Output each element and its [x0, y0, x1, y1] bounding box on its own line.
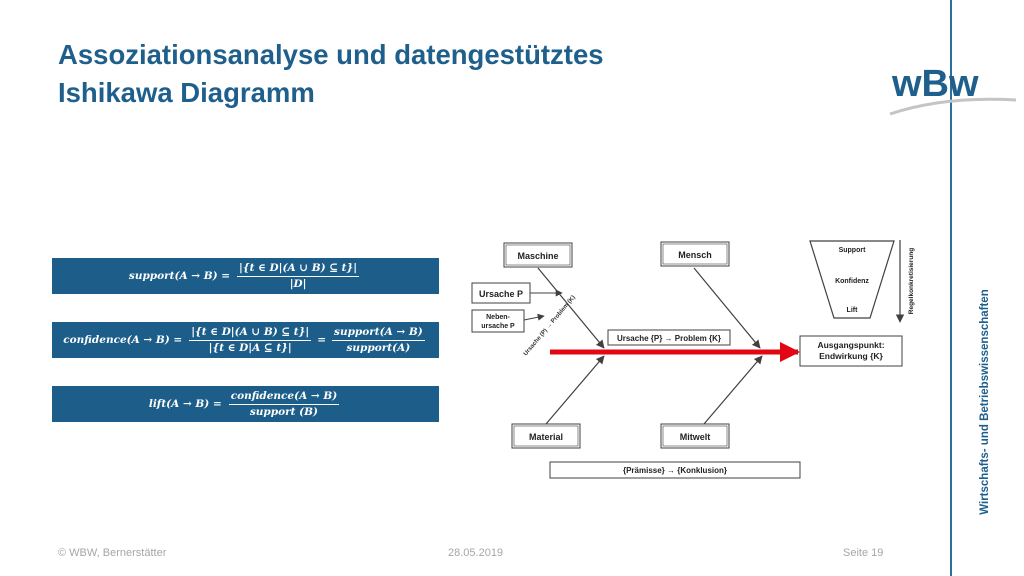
label-nebenursache-2: ursache P — [481, 323, 515, 330]
ishikawa-diagram: Maschine Mensch Material Mitwelt Ursache… — [471, 240, 915, 479]
label-nebenursache-1: Neben- — [486, 314, 510, 321]
label-material: Material — [529, 432, 563, 442]
bone-maschine — [537, 267, 605, 349]
label-mitwelt: Mitwelt — [680, 432, 711, 442]
page-title: Assoziationsanalyse und datengestütztes … — [58, 36, 604, 112]
formula-confidence-denominator-1: |{t ∈ D|A ⊆ t}| — [208, 341, 292, 354]
box-nebenursache — [471, 309, 525, 333]
label-premise-conclusion: {Prämisse} → {Konklusion} — [623, 466, 727, 475]
label-mensch: Mensch — [678, 250, 712, 260]
label-bone-cause: Ursache (P) → Problem (K) — [523, 295, 577, 358]
box-spine-label — [607, 329, 731, 346]
branch-nebenursache — [523, 313, 545, 321]
footer-copyright: © WBW, Bernerstätter — [58, 547, 167, 559]
formula-confidence: confidence(A → B) = |{t ∈ D|(A ∪ B) ⊆ t}… — [52, 322, 439, 358]
bone-material — [545, 355, 605, 425]
label-funnel-lift: Lift — [847, 307, 859, 314]
box-mensch — [660, 241, 730, 267]
logo-text: wBw — [891, 63, 979, 105]
label-spine: Ursache {P} → Problem {K} — [617, 334, 721, 343]
label-effect-2: Endwirkung {K} — [819, 351, 883, 361]
box-ursache-p — [471, 282, 531, 304]
funnel-shape — [809, 240, 895, 319]
formula-confidence-lhs: confidence(A → B) = — [63, 334, 183, 346]
label-funnel-support: Support — [839, 247, 866, 254]
formula-lift-numerator: confidence(A → B) — [228, 390, 340, 405]
box-maschine — [503, 242, 573, 268]
box-mitwelt — [660, 423, 730, 449]
formula-confidence-fraction-1: |{t ∈ D|(A ∪ B) ⊆ t}| |{t ∈ D|A ⊆ t}| — [189, 326, 312, 355]
box-material — [511, 423, 581, 449]
label-effect-1: Ausgangspunkt: — [817, 340, 884, 350]
formula-confidence-fraction-2: support(A → B) support(A) — [332, 326, 425, 355]
formula-lift-lhs: lift(A → B) = — [148, 398, 222, 410]
footer-page-number: Seite 19 — [843, 547, 884, 559]
label-funnel-konfidenz: Konfidenz — [835, 278, 869, 285]
formula-confidence-numerator-2: support(A → B) — [332, 326, 425, 341]
formula-lift-denominator: support (B) — [249, 405, 318, 418]
page-title-line-2: Ishikawa Diagramm — [58, 77, 315, 108]
formula-lift: lift(A → B) = confidence(A → B) support … — [52, 386, 439, 422]
page-title-line-1: Assoziationsanalyse und datengestütztes — [58, 39, 604, 70]
bone-mitwelt — [703, 355, 763, 425]
formula-support: support(A → B) = |{t ∈ D|(A ∪ B) ⊆ t}| |… — [52, 258, 439, 294]
formula-confidence-numerator-1: |{t ∈ D|(A ∪ B) ⊆ t}| — [189, 326, 312, 341]
box-premise-conclusion — [549, 461, 801, 479]
formula-lift-fraction: confidence(A → B) support (B) — [228, 390, 340, 419]
box-effect — [799, 335, 903, 367]
label-maschine: Maschine — [517, 251, 558, 261]
formula-support-denominator: |D| — [289, 277, 307, 290]
formula-confidence-equals: = — [317, 334, 327, 346]
formula-support-numerator: |{t ∈ D|(A ∪ B) ⊆ t}| — [237, 262, 360, 277]
vertical-divider — [950, 0, 952, 576]
formula-confidence-denominator-2: support(A) — [346, 341, 411, 354]
formula-support-fraction: |{t ∈ D|(A ∪ B) ⊆ t}| |D| — [237, 262, 360, 291]
label-concretization: Regelkonkretisierung — [908, 248, 915, 314]
sidebar-text: Wirtschafts- und Betriebswissenschaften — [979, 289, 991, 515]
formula-support-lhs: support(A → B) = — [128, 270, 231, 282]
label-ursache-p: Ursache P — [479, 289, 523, 299]
footer-date: 28.05.2019 — [448, 547, 504, 559]
wbw-logo: wBw — [889, 63, 1017, 116]
bone-mensch — [693, 267, 761, 349]
